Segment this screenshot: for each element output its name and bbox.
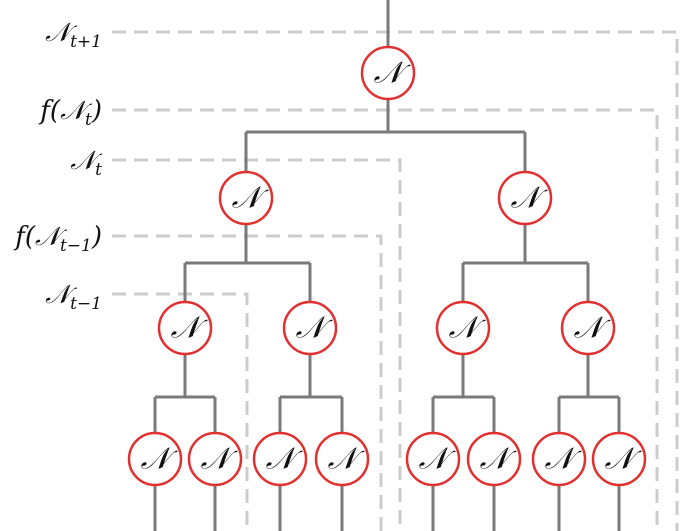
leaf-output-edges <box>153 484 621 531</box>
dashed-guide-f-n-t <box>112 108 659 531</box>
node-leaf-1: 𝒩 <box>127 431 183 487</box>
node-l: 𝒩 <box>218 170 274 226</box>
node-circle <box>360 45 416 101</box>
node-circle <box>282 300 338 356</box>
node-rl: 𝒩 <box>435 300 491 356</box>
tree-edges <box>153 0 621 531</box>
label-n-t: 𝒩t <box>70 146 103 180</box>
tree-nodes: 𝒩 𝒩 𝒩 𝒩 𝒩 𝒩 𝒩 𝒩 <box>127 45 647 487</box>
root-branch-edge <box>244 100 527 173</box>
node-ll: 𝒩 <box>157 300 213 356</box>
node-lr: 𝒩 <box>282 300 338 356</box>
dashed-guide-f-n-t-minus-1 <box>112 234 383 531</box>
node-rr: 𝒩 <box>560 300 616 356</box>
node-leaf-3: 𝒩 <box>252 431 308 487</box>
branch-edge-ll <box>153 353 217 434</box>
node-circle <box>531 431 587 487</box>
node-circle <box>218 170 274 226</box>
node-circle <box>591 431 647 487</box>
node-leaf-5: 𝒩 <box>405 431 461 487</box>
node-leaf-4: 𝒩 <box>314 431 370 487</box>
branch-edge-rl <box>431 353 496 434</box>
node-circle <box>435 300 491 356</box>
node-circle <box>252 431 308 487</box>
node-circle <box>314 431 370 487</box>
dashed-guide-n-t <box>112 158 402 531</box>
node-leaf-6: 𝒩 <box>466 431 522 487</box>
dashed-guide-n-t-minus-1 <box>112 292 249 531</box>
label-f-n-t-minus-1: f(𝒩t−1) <box>13 222 102 256</box>
node-circle <box>405 431 461 487</box>
node-leaf-7: 𝒩 <box>531 431 587 487</box>
node-circle <box>497 170 553 226</box>
node-r: 𝒩 <box>497 170 553 226</box>
label-n-t-plus-1: 𝒩t+1 <box>45 18 102 52</box>
node-circle <box>157 300 213 356</box>
node-root: 𝒩 <box>360 45 416 101</box>
branch-edge-rr <box>557 353 621 434</box>
right-branch-edge <box>461 223 590 303</box>
level-labels: 𝒩t+1 f(𝒩t) 𝒩t f(𝒩t−1) 𝒩t−1 <box>13 18 103 314</box>
node-leaf-2: 𝒩 <box>187 431 243 487</box>
node-circle <box>187 431 243 487</box>
node-circle <box>127 431 183 487</box>
node-leaf-8: 𝒩 <box>591 431 647 487</box>
node-circle <box>560 300 616 356</box>
branch-edge-lr <box>278 353 344 434</box>
dashed-guide-n-t-plus-1 <box>112 30 679 531</box>
left-branch-edge <box>183 223 312 303</box>
label-n-t-minus-1: 𝒩t−1 <box>45 280 102 314</box>
dashed-guides <box>112 30 679 531</box>
label-f-n-t: f(𝒩t) <box>38 96 102 130</box>
node-circle <box>466 431 522 487</box>
